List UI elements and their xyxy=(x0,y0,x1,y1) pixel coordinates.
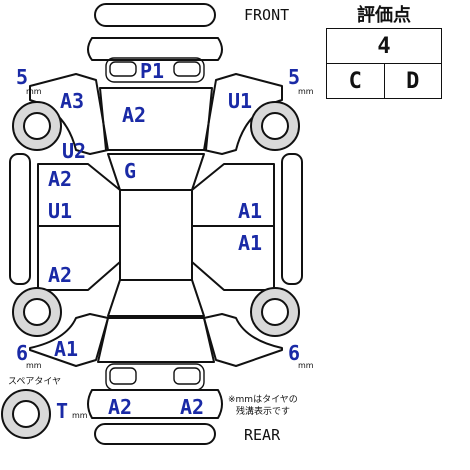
right-front-door-outline xyxy=(191,163,275,227)
code-front-right-fender: U1 xyxy=(228,89,252,113)
rear-right-tire xyxy=(250,287,300,337)
grade-score: 4 xyxy=(377,33,391,59)
tread-note-line1: ※mmはタイヤの xyxy=(228,394,298,405)
right-sill-outline xyxy=(281,153,303,285)
front-left-tire xyxy=(12,101,62,151)
rear-left-tread-unit: mm xyxy=(26,361,42,370)
front-label: FRONT xyxy=(244,6,289,24)
rear-right-lamp-outline xyxy=(173,367,201,385)
rear-window-outline xyxy=(107,279,205,317)
front-right-tread-unit: mm xyxy=(298,87,314,96)
rear-right-tread-value: 6 xyxy=(288,341,300,365)
grade-panel: 評価点 4 C D xyxy=(326,4,442,99)
front-left-lamp-outline xyxy=(109,61,137,77)
front-bumper-outline xyxy=(87,37,223,61)
trunk-outline xyxy=(97,317,215,363)
hood-outline xyxy=(99,87,213,151)
rear-label: REAR xyxy=(244,426,281,444)
rear-left-tread-value: 6 xyxy=(16,341,28,365)
front-plate-outline xyxy=(105,57,205,83)
rear-bumper-outline xyxy=(87,389,223,419)
front-right-tire xyxy=(250,101,300,151)
grade-title: 評価点 xyxy=(357,5,411,26)
grade-score-row: 4 xyxy=(327,29,441,63)
windshield-outline xyxy=(107,153,205,191)
code-hood: A2 xyxy=(122,103,146,127)
spare-tire xyxy=(1,389,51,439)
spare-tread-value: T xyxy=(56,399,68,423)
code-rear-bumper-left: A2 xyxy=(108,395,132,419)
code-right-front-door: A1 xyxy=(238,199,262,223)
spare-tread-unit: mm xyxy=(72,411,88,420)
roof-outline xyxy=(119,189,193,281)
front-grille-outline xyxy=(94,3,216,27)
front-left-tread-unit: mm xyxy=(26,87,42,96)
rear-left-tire xyxy=(12,287,62,337)
code-front-bumper: P1 xyxy=(140,59,164,83)
grade-sub-row: C D xyxy=(327,63,441,98)
front-left-tread-value: 5 xyxy=(16,65,28,89)
code-left-front-door-lower: U1 xyxy=(48,199,72,223)
rear-left-lamp-outline xyxy=(109,367,137,385)
left-front-door-outline xyxy=(37,163,121,227)
spare-tire-label: スペアタイヤ xyxy=(8,376,61,387)
grade-exterior: D xyxy=(383,64,442,98)
left-rear-door-outline xyxy=(37,225,121,291)
code-front-left-fender: A3 xyxy=(60,89,84,113)
code-left-front-door-upper: A2 xyxy=(48,167,72,191)
right-rear-door-outline xyxy=(191,225,275,291)
rear-right-tread-unit: mm xyxy=(298,361,314,370)
code-left-rear-door: A2 xyxy=(48,263,72,287)
grade-table: 4 C D xyxy=(326,28,442,99)
tread-note-line2: 残溝表示です xyxy=(236,405,290,417)
left-sill-outline xyxy=(9,153,31,285)
grade-interior: C xyxy=(348,68,362,94)
front-right-lamp-outline xyxy=(173,61,201,77)
code-left-a-pillar: U2 xyxy=(62,139,86,163)
rear-valance-outline xyxy=(94,423,216,445)
front-right-tread-value: 5 xyxy=(288,65,300,89)
code-rear-bumper-right: A2 xyxy=(180,395,204,419)
code-left-rear-quarter: A1 xyxy=(54,337,78,361)
code-roof: G xyxy=(124,159,136,183)
code-right-rear-door: A1 xyxy=(238,231,262,255)
